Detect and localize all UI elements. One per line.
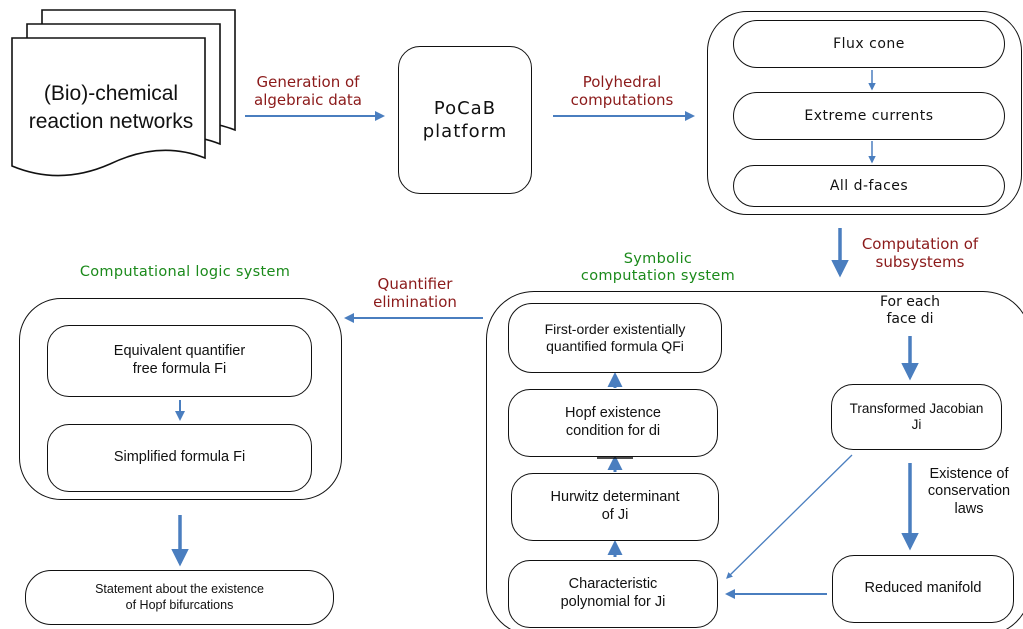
reduced-manifold-node: Reduced manifold	[832, 555, 1014, 623]
characteristic-polynomial-node: Characteristic polynomial for Ji	[508, 560, 718, 628]
pocab-label: PoCaB platform	[422, 97, 508, 142]
arrow-jacobian-to-polynomial	[726, 454, 853, 579]
statement-label: Statement about the existence of Hopf bi…	[95, 582, 264, 612]
simplified-formula-label: Simplified formula Fi	[113, 449, 246, 466]
conservation-laws-label: Existence of conservation laws	[927, 466, 1011, 517]
hurwitz-node: Hurwitz determinant of Ji	[511, 473, 719, 541]
extreme-currents-node: Extreme currents	[733, 92, 1005, 140]
simplified-formula-node: Simplified formula Fi	[47, 424, 312, 492]
generation-label: Generation of algebraic data	[254, 73, 362, 109]
computation-subsystems-label: Computation of subsystems	[861, 235, 979, 271]
pocab-platform-node: PoCaB platform	[398, 46, 532, 194]
for-each-face-label: For each face di	[879, 294, 941, 327]
characteristic-polynomial-label: Characteristic polynomial for Ji	[560, 576, 666, 610]
statement-node: Statement about the existence of Hopf bi…	[25, 570, 334, 625]
hopf-condition-node: Hopf existence condition for di	[508, 389, 718, 457]
flux-cone-node: Flux cone	[733, 20, 1005, 68]
all-dfaces-label: All d-faces	[829, 178, 909, 194]
transformed-jacobian-node: Transformed Jacobian Ji	[831, 384, 1002, 450]
hurwitz-label: Hurwitz determinant of Ji	[550, 489, 680, 523]
extreme-currents-label: Extreme currents	[804, 108, 934, 124]
flux-cone-label: Flux cone	[833, 36, 905, 52]
first-order-formula-label: First-order existentially quantified for…	[544, 320, 686, 354]
reduced-manifold-label: Reduced manifold	[864, 580, 982, 597]
reaction-networks-label: (Bio)-chemical reaction networks	[28, 82, 194, 134]
hopf-condition-label: Hopf existence condition for di	[565, 405, 661, 439]
polyhedral-label: Polyhedral computations	[570, 73, 674, 109]
polyhedral-system-container	[707, 11, 1022, 215]
all-dfaces-node: All d-faces	[733, 165, 1005, 207]
qf-formula-node: Equivalent quantifier free formula Fi	[47, 325, 312, 397]
transformed-jacobian-label: Transformed Jacobian Ji	[849, 400, 984, 432]
first-order-formula-node: First-order existentially quantified for…	[508, 303, 722, 373]
qf-formula-label: Equivalent quantifier free formula Fi	[113, 343, 246, 377]
symbolic-system-container	[486, 291, 1023, 629]
logic-system-container	[19, 298, 342, 500]
document-stack-icon	[11, 9, 236, 177]
symbolic-system-title: Symbolic computation system	[580, 251, 736, 285]
logic-system-title: Computational logic system	[79, 264, 291, 280]
quantifier-elimination-label: Quantifier elimination	[373, 275, 457, 311]
